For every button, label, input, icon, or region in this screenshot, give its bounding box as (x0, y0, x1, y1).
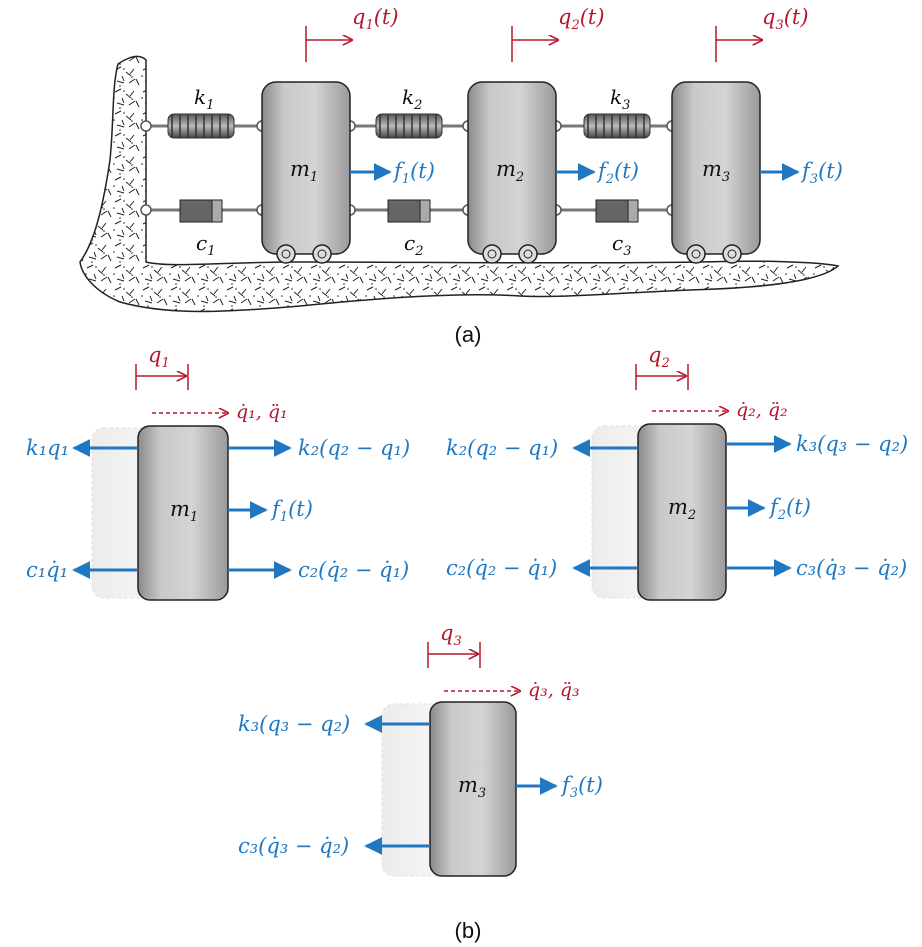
fbd-block-1 (137, 425, 229, 601)
fbd3-left-spring-force: k₃(q₃ − q₂) (238, 712, 350, 736)
label-q3-t: q3(t) (762, 5, 809, 33)
label-f2-t: f2(t) (596, 159, 639, 187)
label-c3: c3 (612, 231, 631, 259)
fbd1-right-damper-force: c₂(q̇₂ − q̇₁) (298, 558, 409, 582)
fbd1-mass-label: m1 (170, 497, 198, 525)
fbd2-right-damper-force: c₃(q̇₃ − q̇₂) (796, 556, 907, 580)
fbd-mass-3: q3 q̇₃, q̈₃ k₃(q₃ − q₂) c₃(q̇₃ − q̇₂) f3… (238, 621, 603, 877)
caption-b: (b) (455, 918, 482, 943)
fbd2-rate-label: q̇₂, q̈₂ (736, 399, 788, 421)
damper-c1 (179, 199, 223, 223)
fbd3-external-force: f3(t) (560, 773, 603, 801)
fbd2-mass-label: m2 (668, 495, 696, 523)
fbd2-left-damper-force: c₂(q̇₂ − q̇₁) (446, 556, 557, 580)
fbd3-rate-label: q̇₃, q̈₃ (528, 679, 580, 701)
fbd-block-3 (429, 701, 517, 877)
connector-rods (146, 124, 672, 212)
spring-k2 (375, 113, 443, 139)
mass-block-1 (261, 81, 351, 264)
fbd1-external-force: f1(t) (270, 497, 313, 525)
mass-block-3 (671, 81, 761, 264)
mass-block-2 (467, 81, 557, 264)
fbd-mass-2: q2 q̇₂, q̈₂ k₂(q₂ − q₁) c₂(q̇₂ − q̇₁) k₃… (446, 343, 908, 601)
label-m1: m1 (290, 157, 318, 185)
label-q1-t: q1(t) (352, 5, 399, 33)
caption-a: (a) (455, 322, 482, 347)
label-f1-t: f1(t) (392, 159, 435, 187)
fbd2-right-spring-force: k₃(q₃ − q₂) (796, 432, 908, 456)
spring-k3 (583, 113, 651, 139)
damper-c3 (595, 199, 639, 223)
label-k2: k2 (402, 85, 422, 113)
label-k3: k3 (610, 85, 630, 113)
fbd-mass-1: q1 q̇₁, q̈₁ k₁q₁ c₁q̇₁ k₂(q₂ − q₁) c₂(q̇… (26, 343, 410, 601)
fbd2-external-force: f2(t) (768, 495, 811, 523)
label-c1: c1 (196, 231, 215, 259)
label-q2-t: q2(t) (558, 5, 605, 33)
label-m2: m2 (496, 157, 524, 185)
damper-c2 (387, 199, 431, 223)
ground (79, 55, 840, 313)
system-diagram: q1(t) q2(t) q3(t) k1 k2 k3 c1 c2 c3 m1 m… (79, 5, 843, 347)
label-c2: c2 (404, 231, 423, 259)
fbd1-rate-label: q̇₁, q̈₁ (236, 401, 288, 423)
fbd3-mass-label: m3 (458, 773, 486, 801)
spring-k1 (167, 113, 235, 139)
fbd3-disp-label: q3 (440, 621, 462, 649)
label-k1: k1 (194, 85, 214, 113)
fbd1-right-spring-force: k₂(q₂ − q₁) (298, 436, 410, 460)
fbd2-left-spring-force: k₂(q₂ − q₁) (446, 436, 558, 460)
fbd1-left-damper-force: c₁q̇₁ (26, 558, 68, 582)
label-m3: m3 (702, 157, 730, 185)
fbd1-disp-label: q1 (148, 343, 170, 371)
fbd3-left-damper-force: c₃(q̇₃ − q̇₂) (238, 834, 349, 858)
label-f3-t: f3(t) (800, 159, 843, 187)
fbd1-left-spring-force: k₁q₁ (26, 436, 69, 460)
displacement-arrows (305, 26, 762, 62)
fbd-block-2 (637, 423, 727, 601)
fbd2-disp-label: q2 (648, 343, 670, 371)
